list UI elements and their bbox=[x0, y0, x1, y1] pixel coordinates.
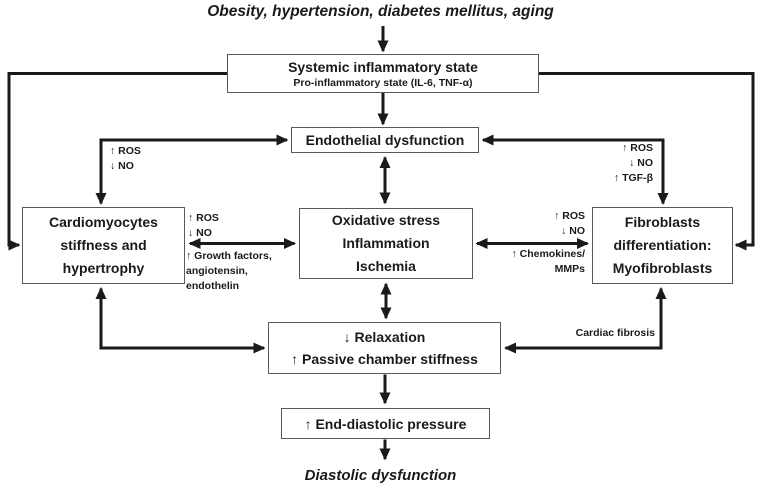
oxidative-line: Ischemia bbox=[356, 258, 416, 274]
label-ros-no-tgf-right: ↑ ROS ↓ NO ↑ TGF-β bbox=[613, 142, 653, 184]
end-diastolic-title: ↑ End-diastolic pressure bbox=[304, 415, 467, 432]
fibroblasts-line: Fibroblasts bbox=[624, 214, 701, 230]
diastolic-dysfunction-title: Diastolic dysfunction bbox=[304, 467, 457, 484]
cardiomyocytes-line: stiffness and bbox=[60, 237, 147, 253]
box-fibroblasts-differentiation: Fibroblasts differentiation: Myofibrobla… bbox=[592, 207, 733, 284]
arrow-fibroblasts-relaxation-elbow bbox=[504, 287, 667, 354]
box-cardiomyocytes-stiffness: Cardiomyocytes stiffness and hypertrophy bbox=[22, 207, 185, 284]
cardiomyocytes-line: Cardiomyocytes bbox=[49, 214, 158, 230]
box-end-diastolic-pressure: ↑ End-diastolic pressure bbox=[281, 408, 490, 439]
label-chemokines-mmps: ↑ Chemokines/ MMPs bbox=[511, 248, 585, 275]
oxidative-line: Inflammation bbox=[342, 235, 430, 251]
arrow-systemic-to-fibroblasts-elbow bbox=[539, 72, 755, 251]
fibroblasts-line: Myofibroblasts bbox=[612, 260, 713, 276]
relaxation-line: ↑ Passive chamber stiffness bbox=[291, 351, 478, 367]
arrow-systemic-to-cardiomyocytes-elbow bbox=[7, 72, 227, 251]
oxidative-line: Oxidative stress bbox=[331, 212, 441, 228]
systemic-box-subtitle: Pro-inflammatory state (IL-6, TNF-α) bbox=[293, 76, 473, 89]
arrow-endothelial-cardiomyocytes-elbow bbox=[95, 134, 289, 205]
box-relaxation-stiffness: ↓ Relaxation ↑ Passive chamber stiffness bbox=[268, 322, 501, 374]
fibroblasts-line: differentiation: bbox=[613, 237, 712, 253]
relaxation-line: ↓ Relaxation bbox=[343, 329, 426, 345]
systemic-box-title: Systemic inflammatory state bbox=[288, 58, 478, 75]
arrow-cardiomyocytes-relaxation-elbow bbox=[95, 287, 266, 354]
endothelial-box-title: Endothelial dysfunction bbox=[305, 132, 465, 148]
label-ros-no-left: ↑ ROS ↓ NO bbox=[110, 145, 141, 172]
risk-factors-title: Obesity, hypertension, diabetes mellitus… bbox=[207, 3, 554, 20]
label-ros-no-oxidative-fibro: ↑ ROS ↓ NO bbox=[554, 210, 585, 237]
box-oxidative-stress: Oxidative stress Inflammation Ischemia bbox=[299, 208, 473, 279]
box-endothelial-dysfunction: Endothelial dysfunction bbox=[291, 127, 479, 153]
arrow-endothelial-fibroblasts-elbow bbox=[481, 134, 669, 205]
label-ros-no-cardio-oxidative: ↑ ROS ↓ NO bbox=[188, 212, 219, 239]
box-systemic-inflammatory-state: Systemic inflammatory state Pro-inflamma… bbox=[227, 54, 539, 93]
label-growth-factors: ↑ Growth factors, angiotensin, endotheli… bbox=[186, 250, 272, 292]
label-cardiac-fibrosis: Cardiac fibrosis bbox=[575, 327, 655, 339]
cardiomyocytes-line: hypertrophy bbox=[62, 260, 145, 276]
